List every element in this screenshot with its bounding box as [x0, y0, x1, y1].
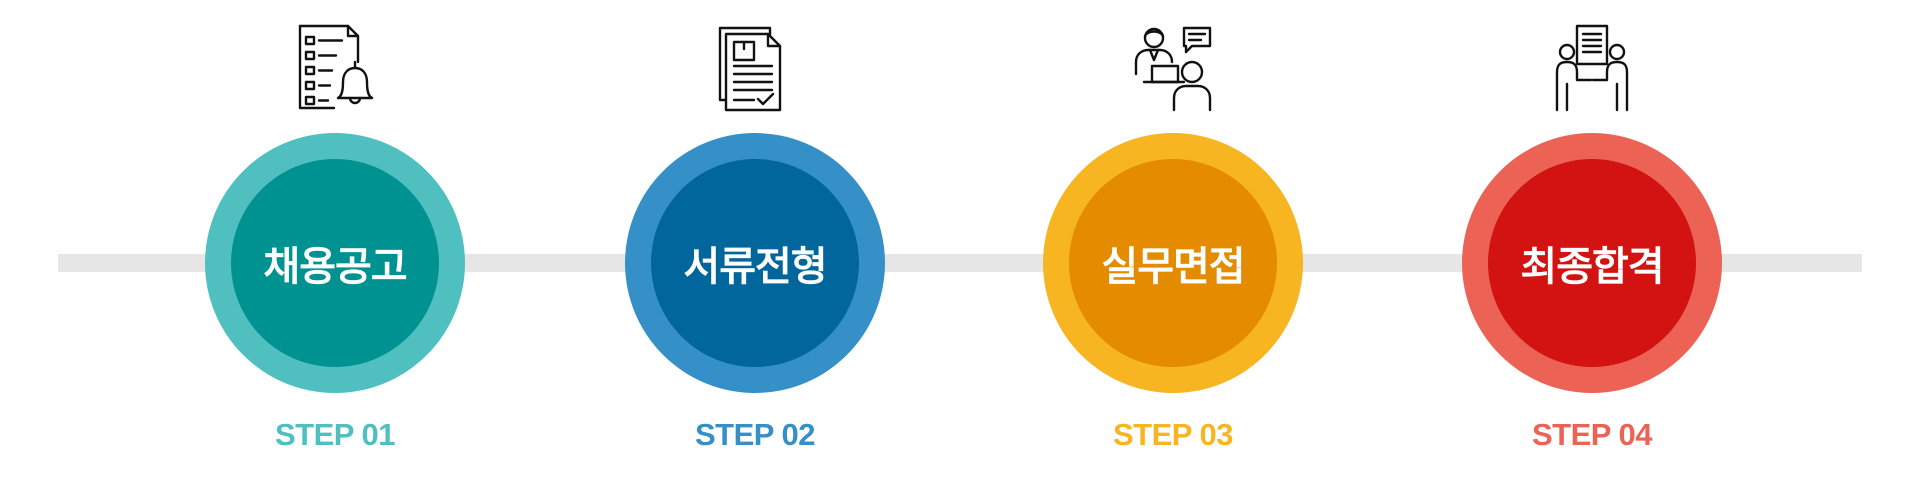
step-number-label: STEP 04 — [1531, 417, 1653, 452]
step-2: 서류전형 STEP 02 — [615, 0, 895, 477]
step-circle-inner: 채용공고 — [231, 159, 439, 367]
step-circle-inner: 서류전형 — [651, 159, 859, 367]
step-number-label: STEP 01 — [274, 417, 396, 452]
step-title: 서류전형 — [683, 244, 827, 290]
step-circle-inner: 실무면접 — [1069, 159, 1277, 367]
timeline-track — [58, 254, 1862, 272]
job-posting-bell-icon — [290, 22, 380, 112]
document-screening-icon — [710, 22, 800, 112]
step-title: 채용공고 — [263, 244, 407, 290]
step-4: 최종합격 STEP 04 — [1452, 0, 1732, 477]
step-1: 채용공고 STEP 01 — [195, 0, 475, 477]
step-number-label: STEP 03 — [1112, 417, 1234, 452]
step-circle-inner: 최종합격 — [1488, 159, 1696, 367]
step-circle: 실무면접 — [1043, 133, 1303, 393]
step-3: 실무면접 STEP 03 — [1033, 0, 1313, 477]
interview-icon — [1128, 22, 1218, 112]
step-circle: 서류전형 — [625, 133, 885, 393]
step-title: 실무면접 — [1101, 244, 1245, 290]
step-circle: 채용공고 — [205, 133, 465, 393]
handshake-contract-icon — [1547, 22, 1637, 112]
step-title: 최종합격 — [1520, 244, 1664, 290]
step-circle: 최종합격 — [1462, 133, 1722, 393]
step-number-label: STEP 02 — [694, 417, 816, 452]
